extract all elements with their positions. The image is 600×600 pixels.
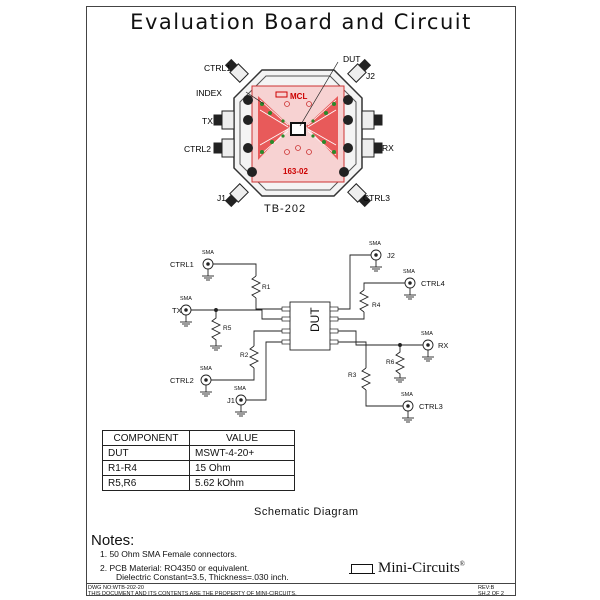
port-j1: J1 bbox=[227, 396, 235, 405]
table-row: DUT MSWT-4-20+ bbox=[102, 445, 295, 461]
footer-rev: REV:B bbox=[478, 585, 495, 591]
callout-rx: RX bbox=[382, 143, 394, 153]
callout-ctrl3: CTRL3 bbox=[363, 193, 390, 203]
port-tx: TX bbox=[172, 306, 182, 315]
port-ctrl1: CTRL1 bbox=[170, 260, 194, 269]
table-cell: MSWT-4-20+ bbox=[189, 445, 295, 461]
port-ctrl4: CTRL4 bbox=[421, 279, 445, 288]
callout-tx: TX bbox=[202, 116, 213, 126]
table-cell: 5.62 kOhm bbox=[189, 475, 295, 491]
board-connectors bbox=[213, 58, 383, 208]
callout-index: INDEX bbox=[196, 88, 222, 98]
brand-mark: ® bbox=[459, 560, 465, 568]
notes-title: Notes: bbox=[91, 532, 135, 549]
sma-rx: SMA bbox=[421, 331, 433, 337]
page-title: Evaluation Board and Circuit bbox=[130, 10, 472, 34]
board-label: TB-202 bbox=[264, 203, 307, 215]
footer-divider bbox=[86, 583, 516, 584]
schematic-label: Schematic Diagram bbox=[254, 506, 359, 518]
brand-logo-base bbox=[349, 573, 375, 577]
copper-right bbox=[306, 96, 338, 160]
note-item: 2. PCB Material: RO4350 or equivalent. bbox=[100, 563, 250, 573]
table-cell: R1-R4 bbox=[102, 460, 190, 476]
resistor-r4: R4 bbox=[372, 302, 381, 309]
resistor-r2: R2 bbox=[240, 352, 249, 359]
copper-left bbox=[258, 96, 290, 160]
brand-text: Mini-Circuits bbox=[378, 560, 460, 576]
brand-logo-icon bbox=[351, 564, 373, 574]
table-header-row: COMPONENT VALUE bbox=[102, 430, 295, 446]
table-cell: 15 Ohm bbox=[189, 460, 295, 476]
sma-ctrl2: SMA bbox=[200, 366, 212, 372]
resistor-r6: R6 bbox=[386, 359, 395, 366]
footer-disclaimer: THIS DOCUMENT AND ITS CONTENTS ARE THE P… bbox=[88, 591, 297, 597]
resistor-r5: R5 bbox=[223, 325, 232, 332]
callout-ctrl1: CTRL1 bbox=[204, 63, 231, 73]
table-row: R1-R4 15 Ohm bbox=[102, 460, 295, 476]
sma-tx: SMA bbox=[180, 296, 192, 302]
resistor-r1: R1 bbox=[262, 284, 271, 291]
callout-j2: J2 bbox=[366, 71, 375, 81]
sma-j2: SMA bbox=[369, 241, 381, 247]
note-item: 1. 50 Ohm SMA Female connectors. bbox=[100, 549, 238, 559]
table-cell: R5,R6 bbox=[102, 475, 190, 491]
note-item: Dielectric Constant=3.5, Thickness=.030 … bbox=[116, 572, 289, 582]
schematic-dut-label: DUT bbox=[308, 307, 322, 332]
table-cell: DUT bbox=[102, 445, 190, 461]
port-ctrl2: CTRL2 bbox=[170, 376, 194, 385]
port-rx: RX bbox=[438, 341, 448, 350]
sma-ctrl4: SMA bbox=[403, 269, 415, 275]
port-ctrl3: CTRL3 bbox=[419, 402, 443, 411]
brand-name: Mini-Circuits® bbox=[378, 560, 465, 577]
page-border bbox=[86, 6, 516, 596]
footer-sheet: SH.2 OF 2 bbox=[478, 591, 504, 597]
schematic bbox=[180, 249, 434, 423]
table-header: VALUE bbox=[189, 430, 295, 446]
component-table: COMPONENT VALUE DUT MSWT-4-20+ R1-R4 15 … bbox=[102, 430, 295, 491]
silkscreen-mcl: MCL bbox=[290, 92, 307, 101]
silkscreen-part: 163-02 bbox=[283, 167, 308, 176]
callout-j1: J1 bbox=[217, 193, 226, 203]
resistor-r3: R3 bbox=[348, 372, 357, 379]
evaluation-board: MCL 163-02 CTRL1 DUT J2 bbox=[184, 54, 394, 208]
table-row: R5,R6 5.62 kOhm bbox=[102, 475, 295, 491]
schematic-dut-chip bbox=[289, 301, 331, 351]
sma-ctrl3: SMA bbox=[401, 392, 413, 398]
port-j2: J2 bbox=[387, 251, 395, 260]
callout-ctrl2: CTRL2 bbox=[184, 144, 211, 154]
table-header: COMPONENT bbox=[102, 430, 190, 446]
sma-j1: SMA bbox=[234, 386, 246, 392]
footer-dwg: DWG NO:WTB-202-20 bbox=[88, 585, 144, 591]
callout-dut: DUT bbox=[343, 54, 360, 64]
sma-ctrl1: SMA bbox=[202, 250, 214, 256]
